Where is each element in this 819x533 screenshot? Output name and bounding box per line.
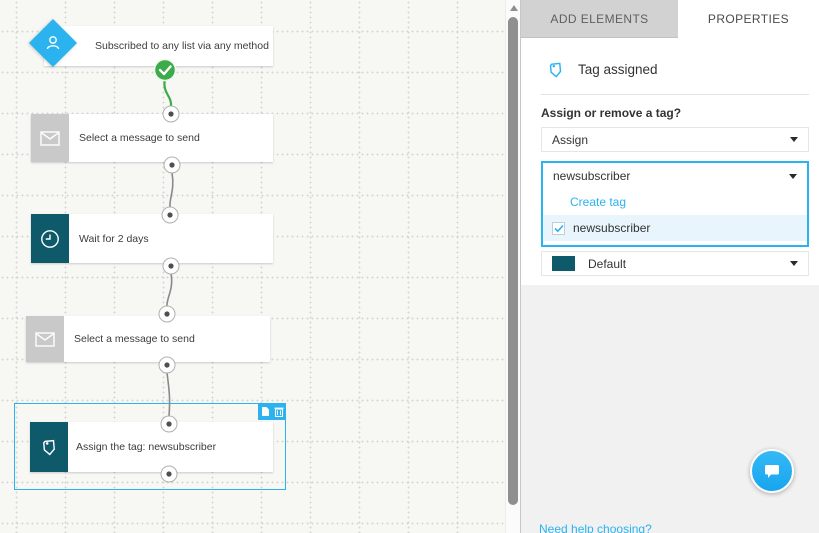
workflow-node-message-2[interactable]: Select a message to send xyxy=(26,316,270,362)
checkbox-checked[interactable] xyxy=(552,221,565,235)
panel-header: Tag assigned xyxy=(546,60,658,79)
properties-panel: ADD ELEMENTS PROPERTIES Tag assigned Ass… xyxy=(520,0,819,533)
panel-title: Tag assigned xyxy=(578,62,658,77)
scrollbar-thumb[interactable] xyxy=(508,17,518,505)
workflow-canvas[interactable]: Subscribed to any list via any method Se… xyxy=(0,0,505,533)
node-color-select[interactable]: Default xyxy=(541,251,809,276)
clock-icon xyxy=(31,214,69,263)
assign-action-select[interactable]: Assign xyxy=(541,127,809,152)
copy-icon[interactable] xyxy=(261,406,270,417)
node-label: Select a message to send xyxy=(69,114,273,162)
need-help-link[interactable]: Need help choosing? xyxy=(539,522,652,533)
scroll-up-arrow-icon[interactable] xyxy=(510,5,518,11)
trigger-diamond[interactable] xyxy=(28,18,78,68)
tab-properties[interactable]: PROPERTIES xyxy=(678,0,819,38)
chevron-down-icon xyxy=(790,261,798,266)
chat-bubble-icon xyxy=(765,465,779,478)
color-swatch-default xyxy=(552,256,575,271)
create-tag-option[interactable]: Create tag xyxy=(570,195,627,209)
workflow-node-wait[interactable]: Wait for 2 days xyxy=(31,214,273,263)
trash-icon[interactable] xyxy=(274,406,284,417)
panel-tabs: ADD ELEMENTS PROPERTIES xyxy=(521,0,819,38)
chat-widget-button[interactable] xyxy=(750,449,794,493)
assign-remove-question: Assign or remove a tag? xyxy=(541,106,682,120)
tag-combobox-open: newsubscriber Create tag newsubscriber xyxy=(541,161,809,247)
node-label: Wait for 2 days xyxy=(69,214,273,263)
chevron-down-icon xyxy=(790,137,798,142)
divider xyxy=(541,94,809,95)
tag-option-newsubscriber[interactable]: newsubscriber xyxy=(543,215,807,241)
node-selection-outline xyxy=(14,403,286,490)
tag-combobox-value[interactable]: newsubscriber xyxy=(543,163,807,189)
canvas-vertical-scrollbar[interactable] xyxy=(505,0,520,533)
node-label: Subscribed to any list via any method xyxy=(95,40,269,52)
tag-icon xyxy=(549,62,562,78)
workflow-node-message-1[interactable]: Select a message to send xyxy=(31,114,273,162)
node-label: Select a message to send xyxy=(64,316,270,362)
tag-icon xyxy=(30,422,68,472)
envelope-icon xyxy=(26,316,64,362)
node-actions-badge xyxy=(258,403,286,420)
chevron-down-icon xyxy=(789,173,797,179)
envelope-icon xyxy=(31,114,69,162)
tab-add-elements[interactable]: ADD ELEMENTS xyxy=(521,0,678,38)
person-icon xyxy=(46,36,60,50)
workflow-node-subscribed[interactable]: Subscribed to any list via any method xyxy=(44,26,273,66)
